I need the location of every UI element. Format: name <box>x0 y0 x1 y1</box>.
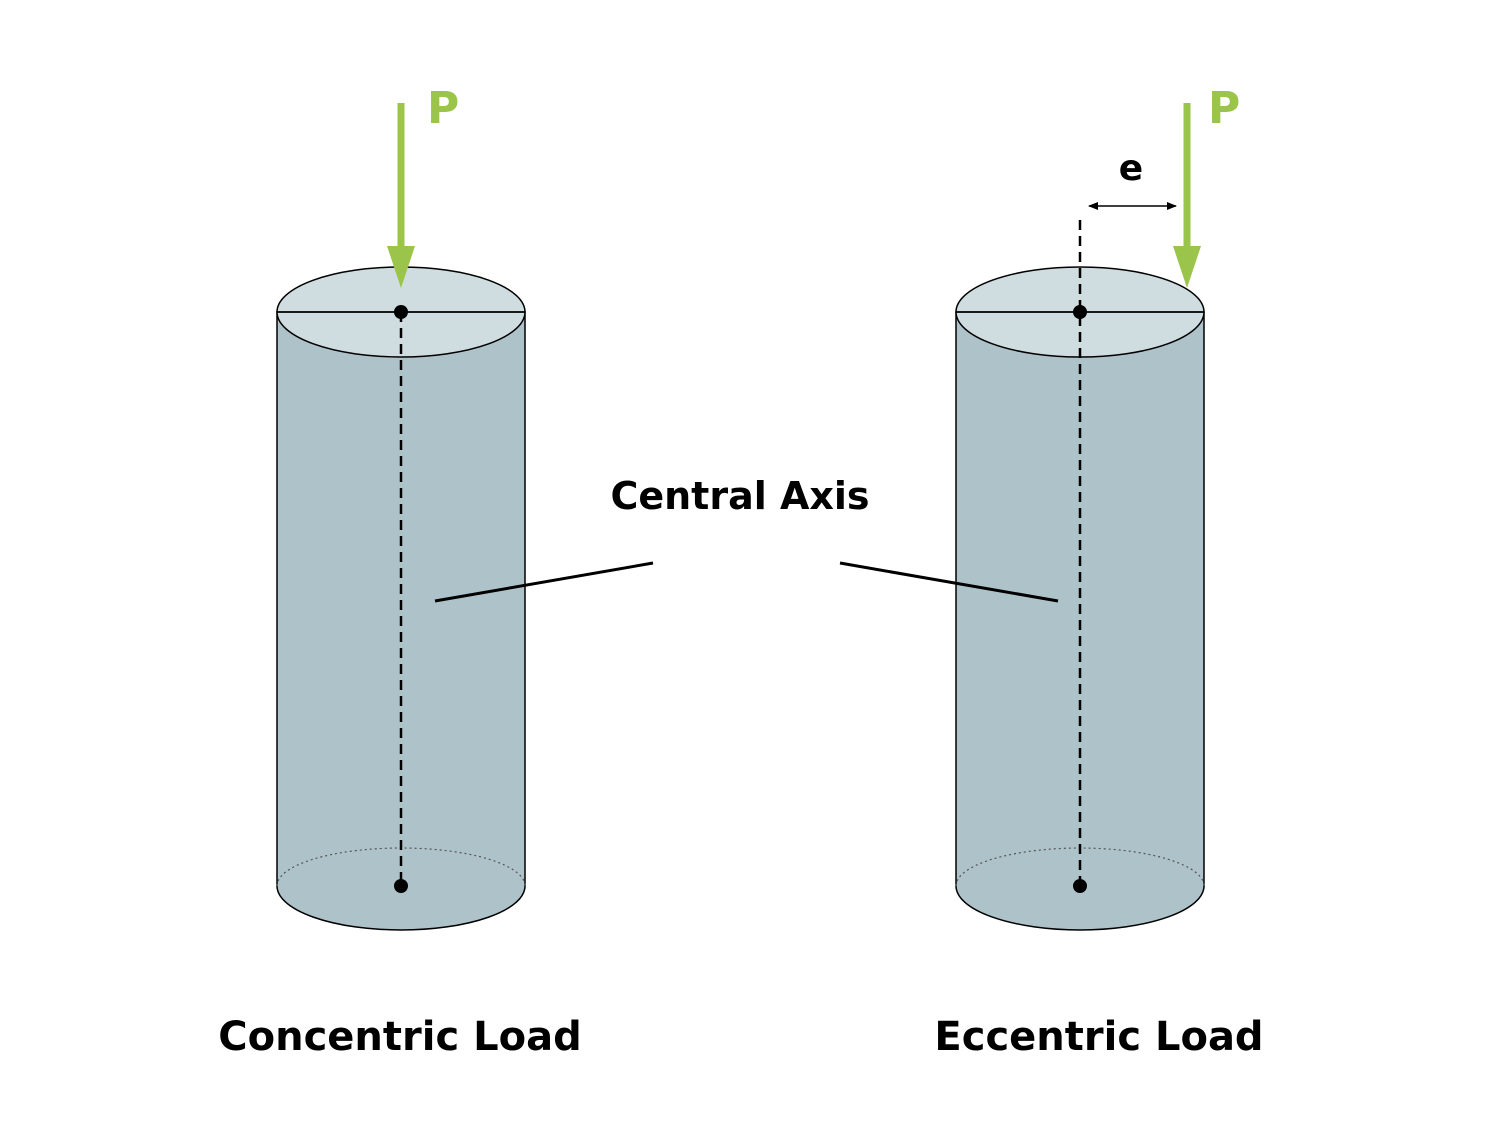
central-axis-leader-left <box>434 561 654 603</box>
eccentric-load-arrow <box>1173 103 1201 288</box>
concentric-bottom-centroid <box>394 879 408 893</box>
concentric-column <box>276 266 526 931</box>
concentric-load-label: P <box>427 83 459 134</box>
central-axis-label: Central Axis <box>610 474 869 518</box>
concentric-top-centroid <box>394 305 408 319</box>
eccentric-bottom-centroid <box>1073 879 1087 893</box>
concentric-load-caption: Concentric Load <box>218 1014 581 1060</box>
eccentric-load-caption: Eccentric Load <box>934 1014 1263 1060</box>
eccentric-top-centroid <box>1073 305 1087 319</box>
eccentric-column <box>955 220 1205 931</box>
eccentric-load-label: P <box>1208 83 1240 134</box>
central-axis-leader-right <box>839 561 1059 603</box>
concentric-load-arrow <box>387 103 415 288</box>
eccentricity-label: e <box>1119 148 1143 189</box>
